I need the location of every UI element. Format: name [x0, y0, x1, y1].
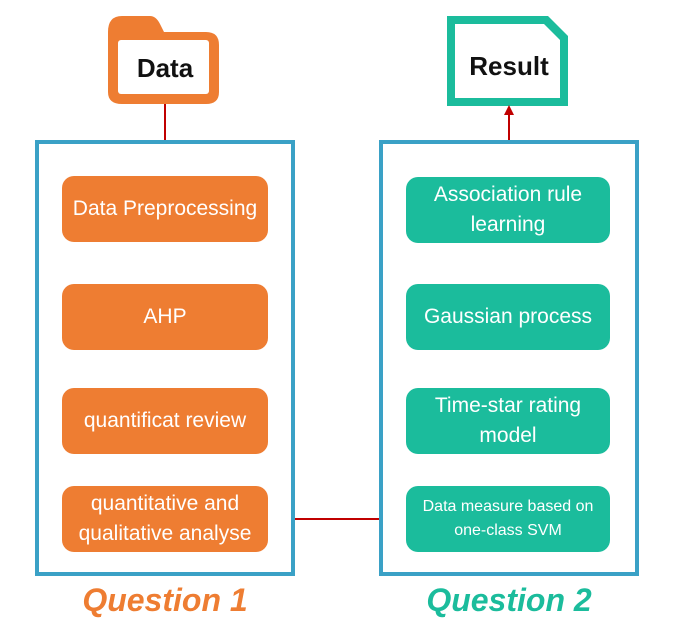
question1-caption: Question 1 — [82, 582, 248, 618]
data-label: Data — [136, 52, 194, 83]
document-icon — [447, 16, 568, 106]
step-quantificat-review: quantificat review — [62, 388, 268, 454]
step-quantitative-qualitative-analyse: quantitative and qualitative analyse — [62, 486, 268, 552]
step-gaussian-process: Gaussian process — [406, 284, 610, 350]
step-time-star-rating-model: Time-star rating model — [406, 388, 610, 454]
result-label: Result — [469, 50, 549, 81]
question2-caption: Question 2 — [426, 582, 592, 618]
step-ahp: AHP — [62, 284, 268, 350]
step-association-rule-learning: Association rule learning — [406, 177, 610, 243]
step-data-preprocessing: Data Preprocessing — [62, 176, 268, 242]
step-one-class-svm: Data measure based on one-class SVM — [406, 486, 610, 552]
folder-icon — [108, 16, 219, 104]
